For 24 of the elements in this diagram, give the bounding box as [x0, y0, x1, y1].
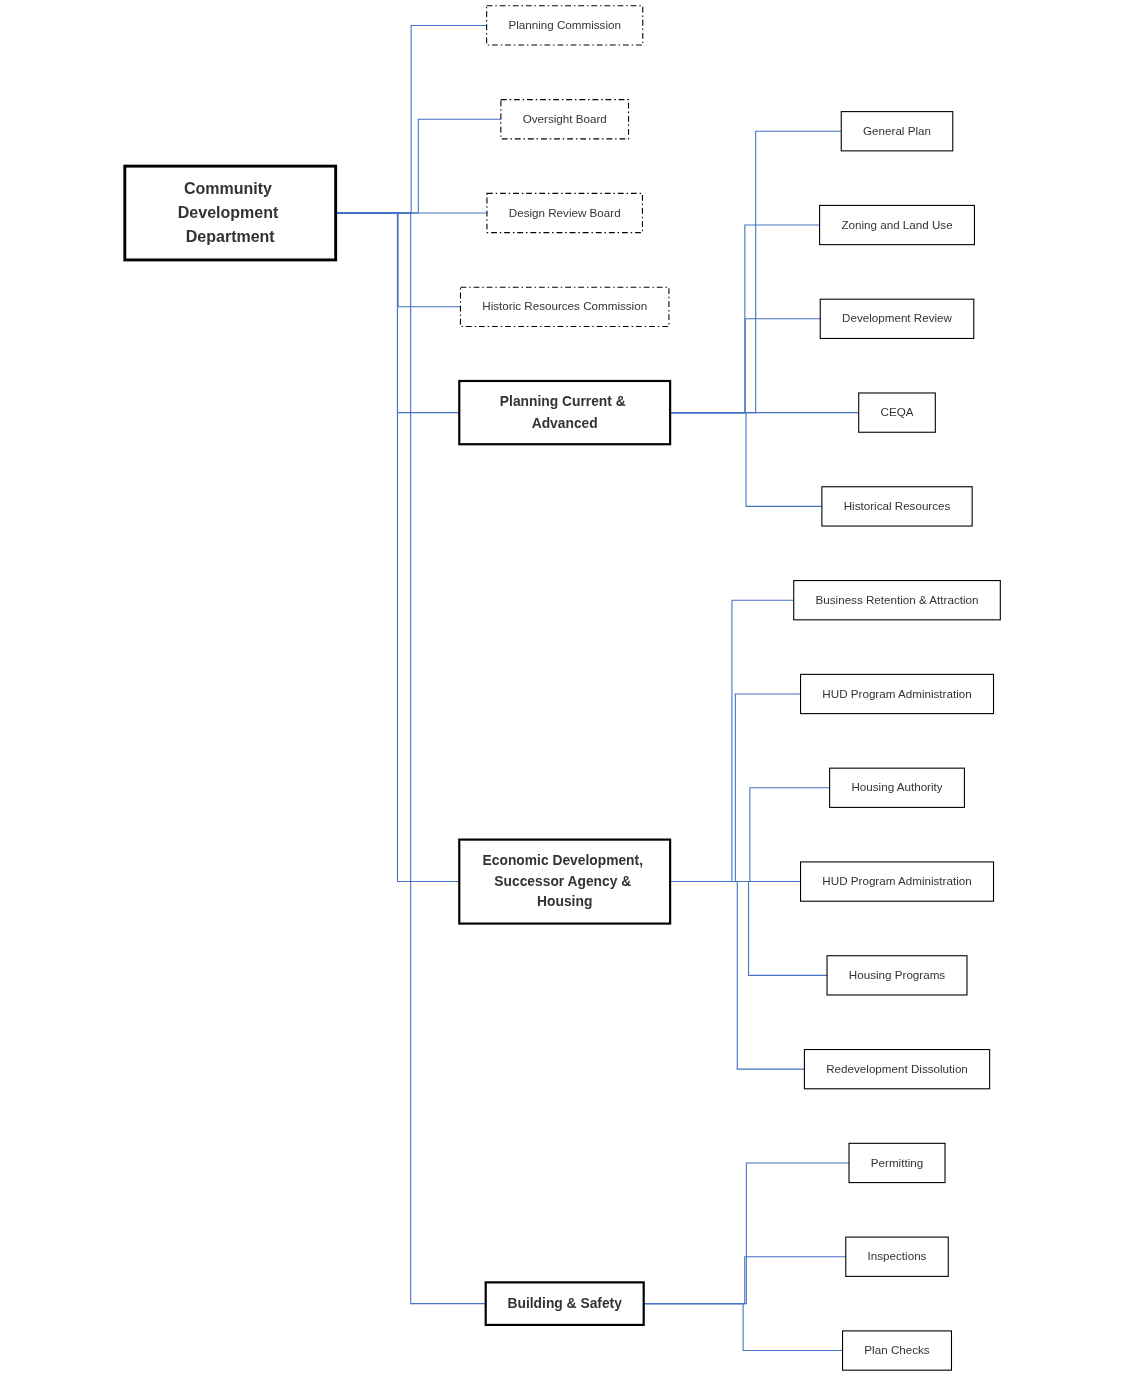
- node-box: Historic Resources Commission: [459, 286, 670, 327]
- node-box: Design Review Board: [486, 192, 643, 234]
- node-box: Zoning and Land Use: [818, 204, 975, 246]
- node-box: Community Development Department: [123, 164, 338, 262]
- node-box: Economic Development, Successor Agency & Housing: [458, 838, 672, 925]
- node-box: Plan Checks: [841, 1330, 952, 1371]
- node-box: Historical Resources: [821, 486, 973, 527]
- node-box: Business Retention & Attraction: [793, 580, 1001, 621]
- node-box: Oversight Board: [500, 99, 630, 140]
- node-box: Planning Commission: [486, 5, 644, 46]
- node-box: Inspections: [845, 1236, 949, 1277]
- node-box: HUD Program Administration: [799, 673, 994, 715]
- connector: [335, 212, 487, 1305]
- node-box: HUD Program Administration: [799, 861, 994, 902]
- node-box: Redevelopment Dissolution: [803, 1049, 991, 1090]
- node-box: Housing Programs: [826, 955, 968, 996]
- node-box: Planning Current & Advanced: [458, 379, 672, 446]
- node-box: General Plan: [840, 111, 954, 152]
- node-box: Permitting: [848, 1142, 946, 1184]
- node-box: Building & Safety: [484, 1281, 645, 1326]
- connector: [669, 881, 805, 1070]
- node-box: Development Review: [819, 298, 975, 339]
- node-box: CEQA: [858, 392, 936, 433]
- node-box: Housing Authority: [829, 767, 965, 808]
